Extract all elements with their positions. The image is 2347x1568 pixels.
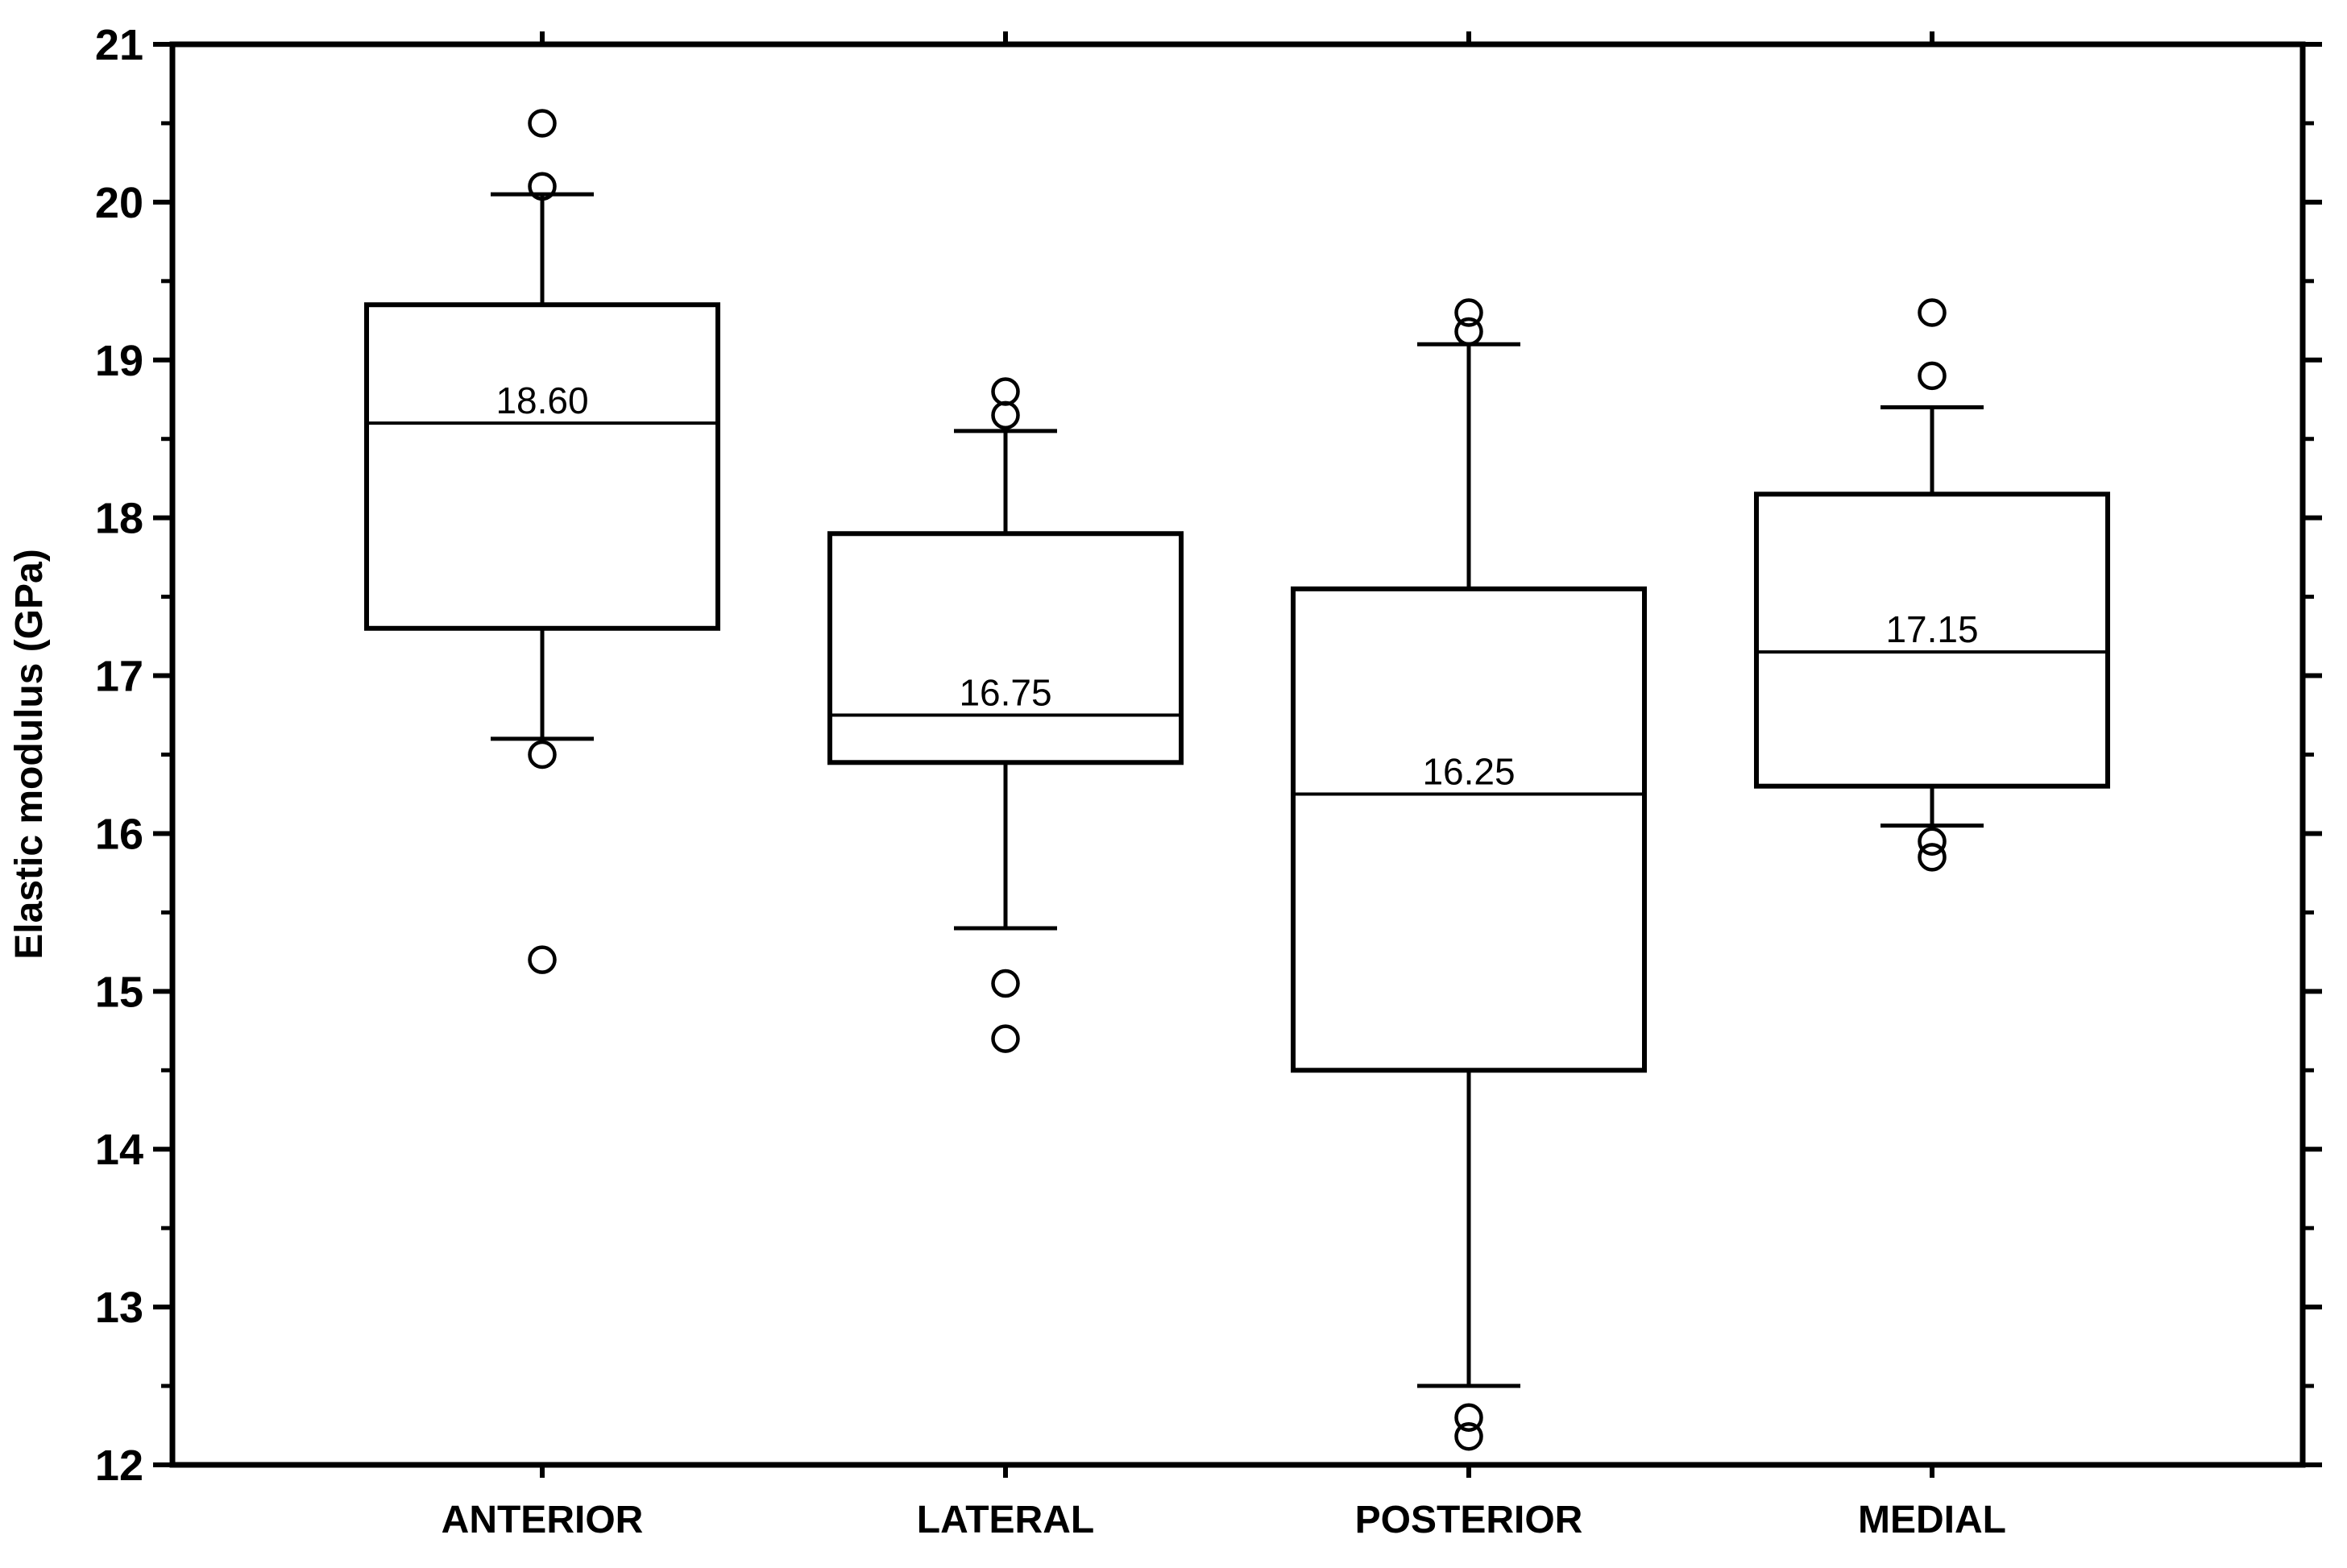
- outlier-point-lateral: [991, 400, 1020, 430]
- y-tick-label: 19: [95, 337, 143, 385]
- y-tick-label: 13: [95, 1284, 143, 1332]
- outlier-point-medial: [1918, 298, 1947, 327]
- median-label-medial: 17.15: [1885, 608, 1978, 650]
- y-tick-label: 18: [95, 495, 143, 543]
- y-axis-title: Elastic modulus (GPa): [8, 549, 51, 959]
- outlier-point-posterior: [1454, 1403, 1483, 1432]
- box-medial: [1754, 492, 2110, 789]
- outlier-point-anterior: [528, 945, 557, 974]
- box-lateral: [827, 531, 1184, 765]
- x-category-label-lateral: LATERAL: [917, 1499, 1094, 1541]
- median-label-anterior: 18.60: [496, 380, 588, 421]
- outlier-point-medial: [1918, 361, 1947, 391]
- box-anterior: [364, 302, 720, 631]
- outlier-point-lateral: [991, 1024, 1020, 1053]
- outlier-point-lateral: [991, 969, 1020, 998]
- outlier-point-lateral: [991, 377, 1020, 406]
- outlier-point-medial: [1918, 827, 1947, 856]
- outlier-point-posterior: [1454, 317, 1483, 346]
- x-category-label-medial: MEDIAL: [1858, 1499, 2006, 1541]
- y-tick-label: 12: [95, 1441, 143, 1490]
- outlier-point-posterior: [1454, 1421, 1483, 1451]
- outlier-point-anterior: [528, 172, 557, 201]
- median-label-lateral: 16.75: [959, 672, 1051, 714]
- outlier-point-anterior: [528, 740, 557, 769]
- y-tick-label: 15: [95, 968, 143, 1016]
- outlier-point-medial: [1918, 843, 1947, 872]
- median-label-posterior: 16.25: [1422, 750, 1515, 792]
- outlier-point-anterior: [528, 109, 557, 138]
- outlier-point-posterior: [1454, 298, 1483, 327]
- box-posterior: [1291, 586, 1647, 1073]
- y-tick-label: 17: [95, 653, 143, 701]
- x-category-label-anterior: ANTERIOR: [442, 1499, 644, 1541]
- x-category-label-posterior: POSTERIOR: [1355, 1499, 1583, 1541]
- y-tick-label: 16: [95, 810, 143, 858]
- y-tick-label: 14: [95, 1126, 143, 1174]
- y-tick-label: 21: [95, 21, 143, 69]
- y-tick-label: 20: [95, 179, 143, 227]
